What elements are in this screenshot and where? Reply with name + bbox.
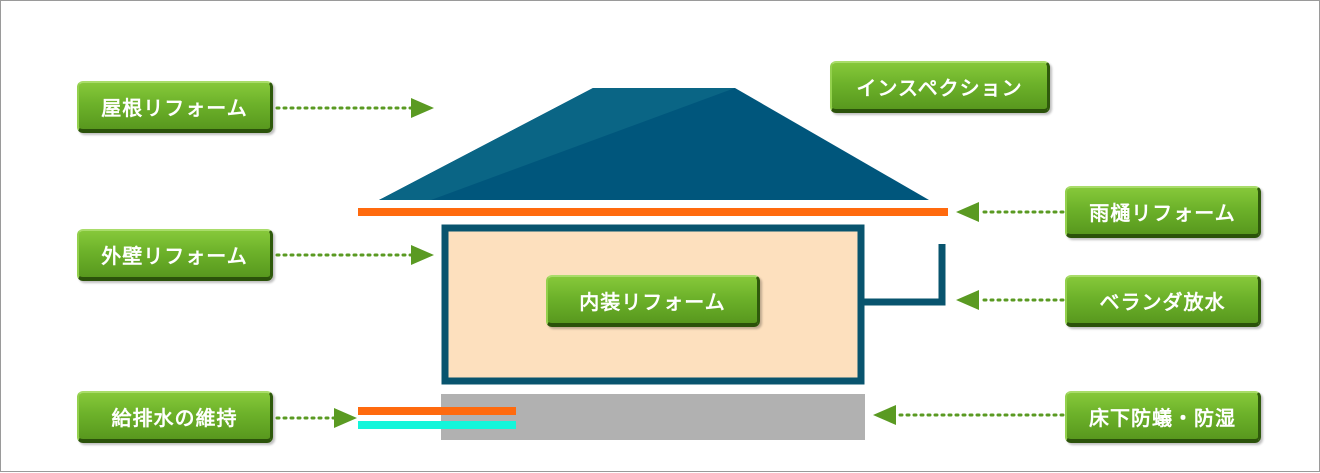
- wall-arrowhead: [411, 245, 434, 265]
- veranda-drain-pipe: [864, 244, 946, 306]
- gutter-bar: [358, 208, 948, 216]
- interior-reform-label: 内装リフォーム: [546, 275, 760, 327]
- floor-arrowhead: [873, 405, 896, 425]
- water-pipe-cyan: [358, 421, 516, 429]
- gutter-reform-label: 雨樋リフォーム: [1065, 186, 1261, 238]
- plumbing-maintenance-label: 給排水の維持: [77, 391, 273, 443]
- roof-arrowhead: [411, 98, 434, 118]
- gutter-arrowhead: [956, 202, 979, 222]
- inspection-label: インスペクション: [830, 61, 1050, 113]
- veranda-drain-label: ベランダ放水: [1065, 275, 1261, 327]
- plumbing-arrowhead: [334, 408, 357, 428]
- roof-reform-label: 屋根リフォーム: [77, 81, 273, 133]
- roof-highlight: [379, 88, 735, 200]
- exterior-wall-reform-label: 外壁リフォーム: [77, 229, 273, 281]
- veranda-arrowhead: [956, 290, 979, 310]
- foundation-block: [441, 394, 865, 440]
- underfloor-termite-moisture-label: 床下防蟻・防湿: [1065, 391, 1261, 443]
- drain-pipe-orange: [358, 407, 516, 415]
- roof-shape: [379, 88, 929, 200]
